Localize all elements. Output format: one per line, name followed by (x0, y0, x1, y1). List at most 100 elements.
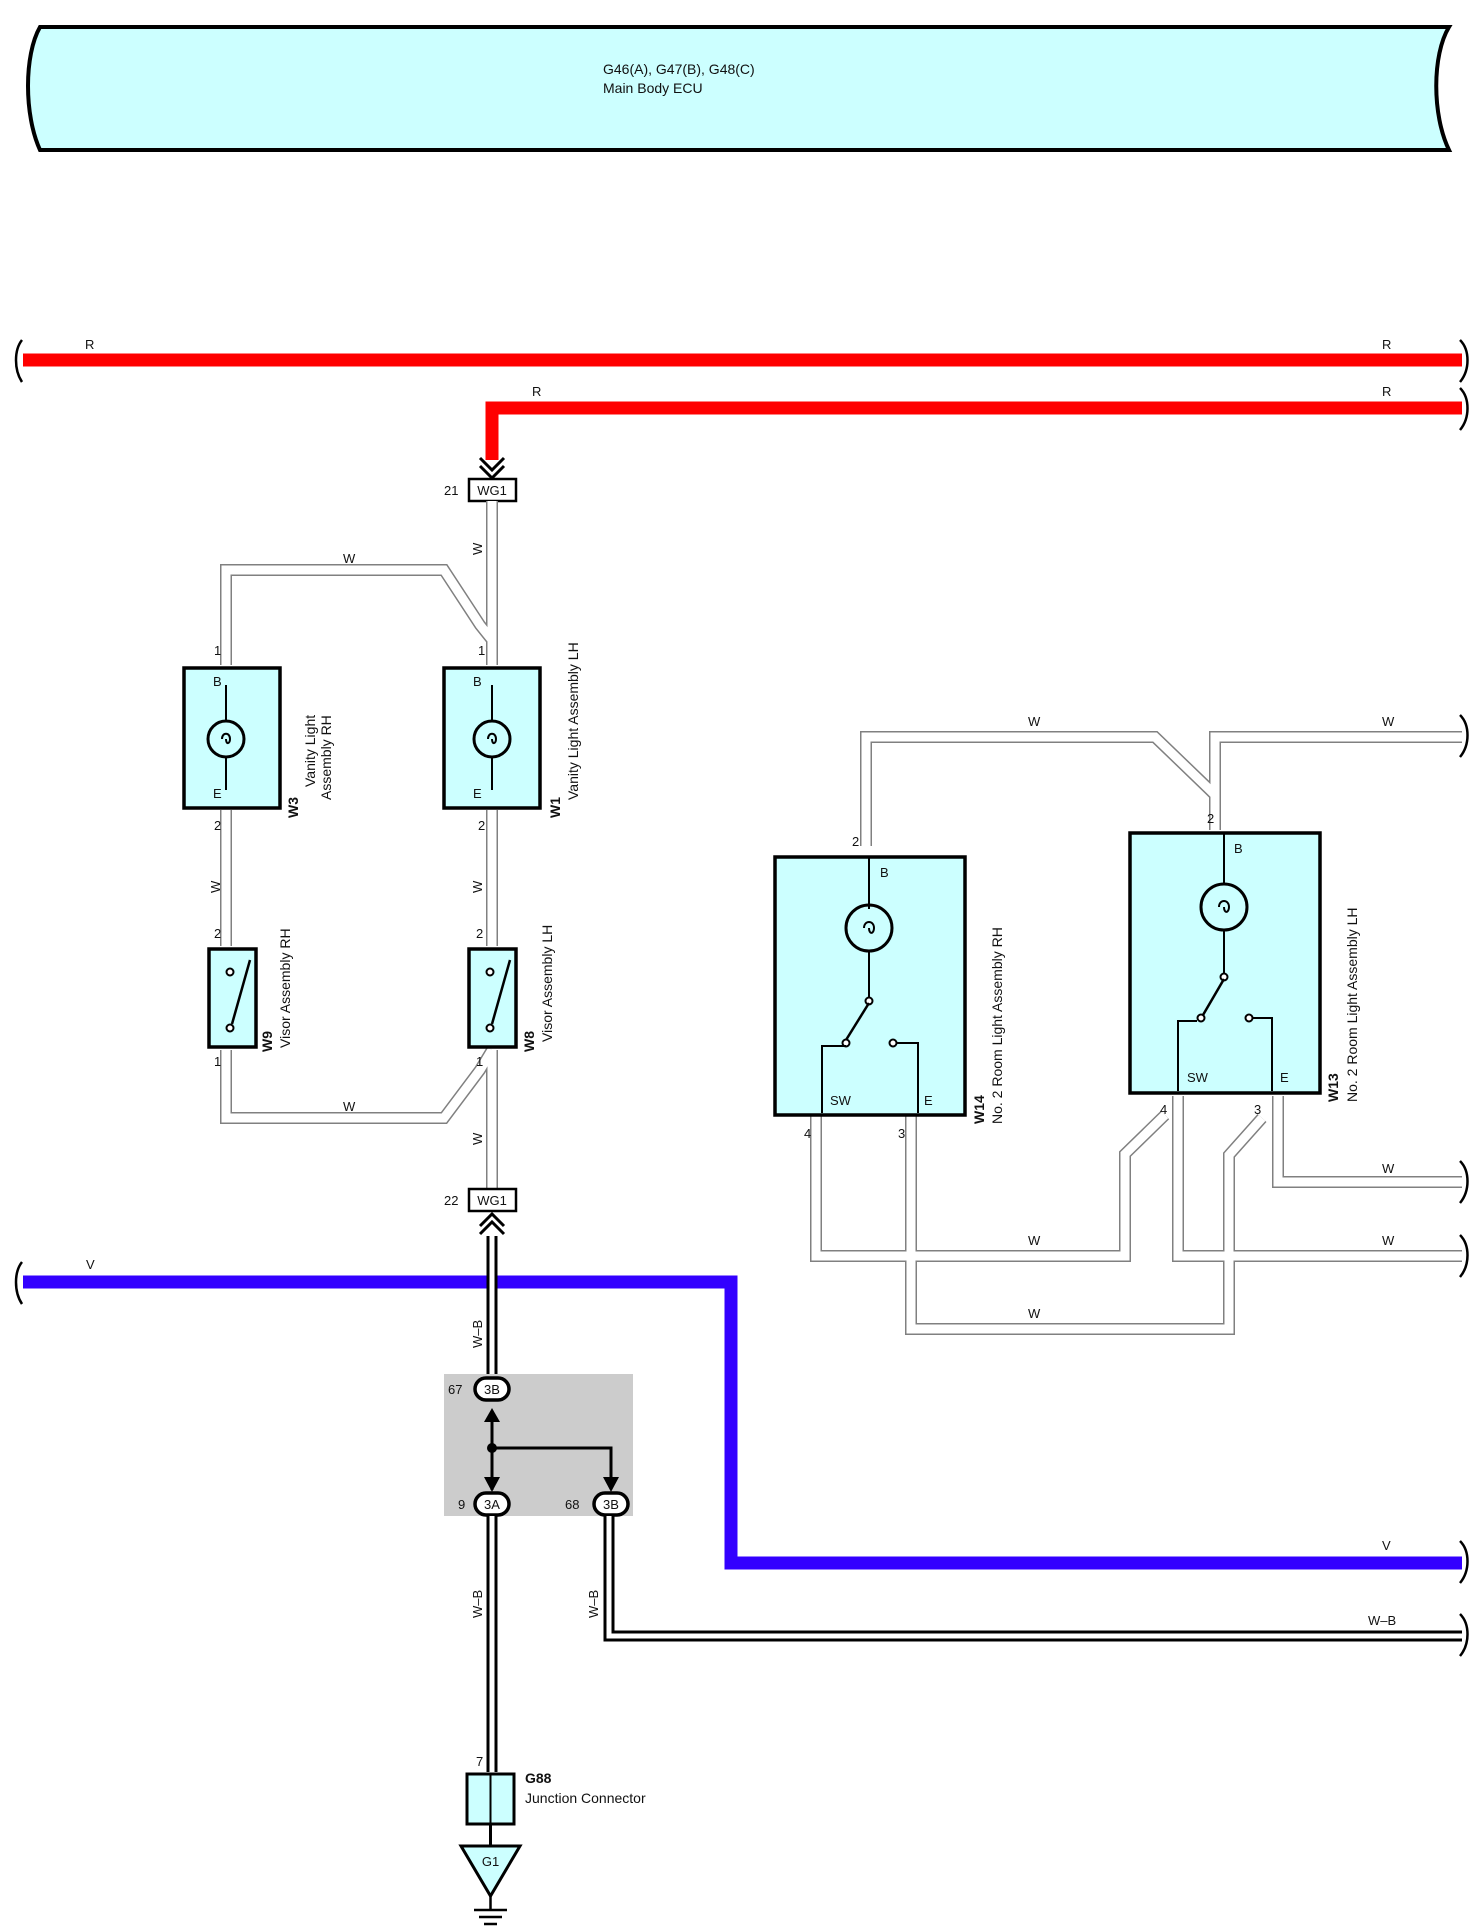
w3-term-e: E (213, 786, 222, 801)
w3-term-b: B (213, 674, 222, 689)
wire-label-w-d: W (208, 880, 223, 893)
w14-term-b: B (880, 865, 889, 880)
red-wire-2-label-right: R (1382, 384, 1391, 399)
w9-id: W9 (259, 1031, 275, 1052)
connector-wg1-21-pin: 21 (444, 483, 458, 498)
switch-icon (230, 959, 252, 1025)
w13-term-sw: SW (1187, 1070, 1209, 1085)
w13-term-b: B (1234, 841, 1243, 856)
violet-wire-label-left: V (86, 1257, 95, 1272)
connector-wg1-22-tag: WG1 (477, 1193, 507, 1208)
wire-label-w-k: W (1028, 1233, 1041, 1248)
connector-3b-68: 3B 68 (565, 1491, 630, 1517)
w1-pin-bottom: 2 (478, 818, 485, 833)
w13-id: W13 (1325, 1073, 1341, 1102)
red-wire-1-label-right: R (1382, 337, 1391, 352)
w14-pin-b: 2 (852, 834, 859, 849)
w3-name2: Assembly RH (318, 715, 334, 800)
wb-label-upper: W–B (470, 1320, 485, 1348)
w14-term-e: E (924, 1093, 933, 1108)
w8-name: Visor Assembly LH (539, 925, 555, 1042)
red-wire-1: R R (14, 337, 1469, 383)
w3-name: Vanity Light (302, 715, 318, 787)
connector-wg1-22-pin: 22 (444, 1193, 458, 1208)
component-w13: B SW E 2 4 3 W13 No. 2 Room Light Assemb… (1128, 811, 1360, 1117)
w14-term-sw: SW (830, 1093, 852, 1108)
wire-label-w-g: W (1028, 714, 1041, 729)
w3-pin-top: 1 (214, 643, 221, 658)
wire-label-w-h: W (1382, 714, 1395, 729)
w13-term-e: E (1280, 1070, 1289, 1085)
switch-icon (844, 1002, 871, 1041)
w1-name: Vanity Light Assembly LH (565, 642, 581, 800)
w9-pin-bottom: 1 (214, 1054, 221, 1069)
violet-wire-label-right: V (1382, 1538, 1391, 1553)
connector-3b-67: 3B 67 (448, 1376, 511, 1402)
switch-icon (1201, 978, 1226, 1016)
g88-name: Junction Connector (525, 1790, 646, 1806)
wire-label-w-b: W (343, 1099, 356, 1114)
white-wires-left: W W W W W W (208, 501, 498, 1189)
w1-term-e: E (473, 786, 482, 801)
red-wire-2-label-left: R (532, 384, 541, 399)
red-wire-1-label-left: R (85, 337, 94, 352)
g88-pin: 7 (476, 1754, 483, 1769)
bulb-icon (206, 719, 246, 759)
w13-name: No. 2 Room Light Assembly LH (1344, 907, 1360, 1102)
ground-g1-label: G1 (482, 1854, 499, 1869)
g88-id: G88 (525, 1770, 552, 1786)
wire-label-w-i: W (1382, 1161, 1395, 1176)
w1-pin-top: 1 (478, 643, 485, 658)
w13-pin-e: 3 (1254, 1102, 1261, 1117)
switch-icon (490, 959, 512, 1025)
wire-label-w-l: W (1028, 1306, 1041, 1321)
bulb-icon (472, 719, 512, 759)
w3-id: W3 (285, 797, 301, 818)
wb-label-right: W–B (1368, 1613, 1396, 1628)
connector-3a-9-pin: 9 (458, 1497, 465, 1512)
connector-3b-68-pin: 68 (565, 1497, 579, 1512)
connector-3b-67-tag: 3B (484, 1382, 500, 1397)
wb-label-68: W–B (586, 1590, 601, 1618)
component-w8: 2 1 W8 Visor Assembly LH (467, 925, 555, 1069)
connector-3b-67-pin: 67 (448, 1382, 462, 1397)
wb-wire-lower: W–B W–B W–B (470, 1516, 1469, 1772)
violet-wire: V V (14, 1257, 1469, 1584)
junction-block: 3B 67 3A 9 3B 68 (444, 1374, 633, 1517)
w3-pin-bottom: 2 (214, 818, 221, 833)
w9-name: Visor Assembly RH (277, 928, 293, 1048)
component-w1: B E 1 2 W1 Vanity Light Assembly LH (442, 642, 581, 833)
w14-pin-sw: 4 (804, 1126, 811, 1141)
ground-g1: G1 (458, 1844, 523, 1926)
wire-label-w-e: W (470, 880, 485, 893)
main-body-ecu-block: G46(A), G47(B), G48(C) Main Body ECU (26, 25, 1453, 152)
component-g88: 7 G88 Junction Connector (465, 1754, 646, 1846)
w8-pin-bottom: 1 (476, 1054, 483, 1069)
wire-label-w-a: W (343, 551, 356, 566)
w1-id: W1 (547, 797, 563, 818)
connector-3a-9-tag: 3A (484, 1497, 500, 1512)
component-w9: 2 1 W9 Visor Assembly RH (207, 926, 293, 1069)
connector-3a-9: 3A 9 (458, 1491, 511, 1517)
component-w14: B SW E 2 4 3 W14 No. 2 Room Light Assemb… (773, 834, 1005, 1141)
connector-3b-68-tag: 3B (603, 1497, 619, 1512)
connector-wg1-21: WG1 21 (444, 477, 518, 503)
w1-term-b: B (473, 674, 482, 689)
w13-pin-b: 2 (1207, 811, 1214, 826)
ecu-title: G46(A), G47(B), G48(C) (603, 61, 755, 77)
w14-pin-e: 3 (898, 1126, 905, 1141)
component-w3: B E 1 2 W3 Vanity Light Assembly RH (182, 643, 334, 833)
wire-label-w-c: W (470, 542, 485, 555)
white-wires-right: W W W W W W (810, 714, 1469, 1335)
connector-wg1-22: WG1 22 (444, 1187, 518, 1236)
w14-id: W14 (971, 1095, 987, 1124)
w13-pin-sw: 4 (1160, 1102, 1167, 1117)
connector-wg1-21-tag: WG1 (477, 483, 507, 498)
ecu-subtitle: Main Body ECU (603, 80, 703, 96)
w8-pin-top: 2 (476, 926, 483, 941)
wire-label-w-f: W (470, 1132, 485, 1145)
w9-pin-top: 2 (214, 926, 221, 941)
w8-id: W8 (521, 1031, 537, 1052)
wb-wire-upper: W–B (470, 1236, 498, 1374)
red-wire-2: R R (478, 384, 1469, 481)
